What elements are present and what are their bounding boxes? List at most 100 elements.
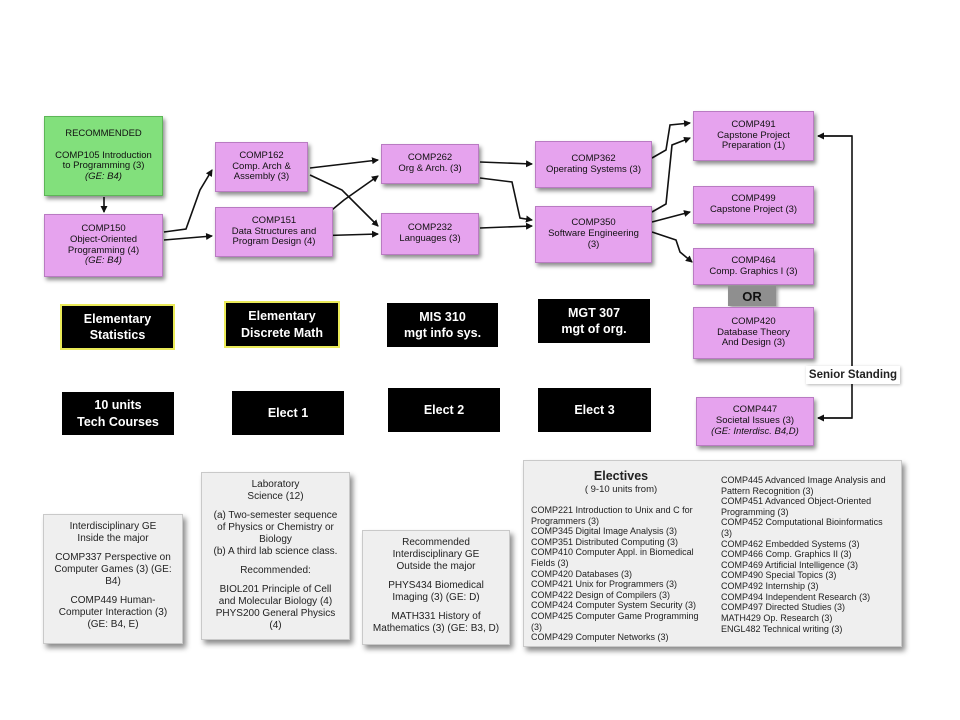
elective-line: Fields (3) bbox=[531, 558, 569, 569]
req-elect3: Elect 3 bbox=[538, 388, 651, 432]
course-line: Object-Oriented bbox=[69, 233, 138, 245]
panel-line: Recommended bbox=[402, 537, 470, 548]
elective-line: COMP462 Embedded Systems (3) bbox=[721, 538, 860, 549]
panel-line: MATH331 History of bbox=[391, 611, 481, 622]
course-line: Comp. Graphics I (3) bbox=[709, 265, 798, 277]
panel-interdisciplinary-outside: Recommended Interdisciplinary GE Outside… bbox=[362, 530, 510, 645]
elective-line: COMP425 Computer Game Programming bbox=[531, 611, 699, 622]
panel-interdisciplinary-inside: Interdisciplinary GE Inside the major CO… bbox=[43, 514, 183, 644]
req-line: 10 units bbox=[94, 398, 142, 413]
panel-gap bbox=[208, 577, 343, 584]
panel-gap bbox=[208, 558, 343, 565]
req-line: MGT 307 bbox=[567, 305, 621, 320]
req-line: Elementary bbox=[248, 309, 316, 324]
elective-line: COMP452 Computational Bioinformatics bbox=[721, 517, 883, 528]
elective-line: COMP469 Artificial Intelligence (3) bbox=[721, 559, 859, 570]
course-line: (GE: B4) bbox=[85, 171, 122, 183]
elective-line: COMP494 Independent Research (3) bbox=[721, 591, 871, 602]
course-line: Operating Systems (3) bbox=[545, 163, 642, 175]
req-tech-courses: 10 units Tech Courses bbox=[62, 392, 174, 435]
course-comp262: COMP262 Org & Arch. (3) bbox=[381, 144, 479, 184]
panel-gap bbox=[369, 573, 503, 580]
elective-line: COMP351 Distributed Computing (3) bbox=[531, 536, 679, 547]
elective-line: Programming (3) bbox=[721, 506, 789, 517]
req-elect1: Elect 1 bbox=[232, 391, 344, 435]
course-line: Capstone Project bbox=[717, 129, 790, 141]
course-line: And Design (3) bbox=[721, 337, 786, 349]
course-line: Programming (4) bbox=[67, 244, 140, 256]
panel-line: (4) bbox=[269, 620, 282, 631]
elective-line: COMP466 Comp. Graphics II (3) bbox=[721, 549, 852, 560]
or-badge: OR bbox=[728, 286, 776, 306]
course-comp491: COMP491 Capstone Project Preparation (1) bbox=[693, 111, 814, 161]
course-line: COMP150 bbox=[81, 222, 126, 234]
elective-line: MATH429 Op. Research (3) bbox=[721, 612, 833, 623]
req-line: Elect 2 bbox=[423, 402, 465, 417]
elective-line: COMP445 Advanced Image Analysis and bbox=[721, 475, 886, 485]
elective-line: Pattern Recognition (3) bbox=[721, 485, 814, 496]
course-line: Assembly (3) bbox=[233, 171, 290, 183]
arrow-350-491 bbox=[651, 136, 691, 213]
elective-line: (3) bbox=[721, 528, 732, 539]
course-line: COMP464 bbox=[731, 254, 776, 266]
panel-gap bbox=[208, 503, 343, 510]
course-line: to Programming (3) bbox=[62, 160, 145, 172]
course-comp232: COMP232 Languages (3) bbox=[381, 213, 479, 255]
req-line: MIS 310 bbox=[419, 309, 466, 324]
course-line: Program Design (4) bbox=[232, 236, 316, 248]
req-line: Elect 1 bbox=[267, 405, 309, 420]
panel-line: BIOL201 Principle of Cell bbox=[219, 584, 332, 595]
panel-line: (GE: B4, E) bbox=[87, 619, 139, 630]
senior-standing-text: Senior Standing bbox=[808, 369, 898, 381]
course-line: COMP232 bbox=[407, 222, 453, 234]
electives-heading: Electives ( 9-10 units from) bbox=[530, 469, 712, 495]
course-line: Preparation (1) bbox=[721, 140, 786, 152]
electives-subtitle: ( 9-10 units from) bbox=[584, 484, 658, 495]
panel-line: Science (12) bbox=[247, 491, 304, 502]
arrow-262-362 bbox=[479, 160, 533, 168]
panel-lab-science: Laboratory Science (12) (a) Two-semester… bbox=[201, 472, 350, 640]
req-line: Tech Courses bbox=[77, 414, 159, 429]
course-line: Org & Arch. (3) bbox=[398, 163, 462, 174]
panel-line: PHYS434 Biomedical bbox=[388, 580, 484, 591]
elective-line: COMP492 Internship (3) bbox=[721, 581, 819, 592]
elective-line: COMP451 Advanced Object-Oriented bbox=[721, 496, 872, 507]
course-line: RECOMMENDED bbox=[65, 127, 142, 139]
course-line: COMP499 bbox=[731, 193, 776, 205]
panel-gap bbox=[50, 588, 176, 595]
panel-electives: Electives ( 9-10 units from) COMP221 Int… bbox=[523, 460, 902, 647]
panel-line: COMP337 Perspective on bbox=[55, 552, 171, 563]
elective-line: COMP345 Digital Image Analysis (3) bbox=[531, 526, 678, 537]
arrow-232-350 bbox=[479, 222, 533, 230]
elective-line: COMP421 Unix for Programmers (3) bbox=[531, 579, 678, 590]
req-line: Elect 3 bbox=[574, 402, 615, 417]
panel-line: Interdisciplinary GE bbox=[392, 549, 480, 560]
panel-line: Computer Games (3) (GE: bbox=[54, 564, 172, 575]
course-comp150: COMP150 Object-Oriented Programming (4) … bbox=[44, 214, 163, 277]
arrow-150-151 bbox=[163, 233, 213, 241]
course-line: Societal Issues (3) bbox=[715, 415, 795, 427]
panel-gap bbox=[50, 545, 176, 552]
course-line: (GE: B4) bbox=[85, 255, 122, 267]
course-line: Software Engineering bbox=[548, 228, 639, 240]
panel-line: Interdisciplinary GE bbox=[69, 521, 157, 532]
arrow-350-499 bbox=[651, 210, 691, 223]
course-comp420: COMP420 Database Theory And Design (3) bbox=[693, 307, 814, 359]
course-line: COMP447 bbox=[732, 404, 778, 416]
course-line: Data Structures and bbox=[231, 225, 317, 237]
req-elect2: Elect 2 bbox=[388, 388, 500, 432]
course-line: (3) bbox=[587, 238, 600, 250]
req-mgt307: MGT 307 mgt of org. bbox=[538, 299, 650, 343]
req-elementary-statistics: Elementary Statistics bbox=[60, 304, 175, 350]
arrow-150-162 bbox=[163, 169, 213, 233]
panel-line: COMP449 Human- bbox=[70, 595, 156, 606]
course-line: Capstone Project (3) bbox=[709, 204, 798, 215]
req-line: Elementary bbox=[83, 311, 152, 326]
electives-title: Electives bbox=[593, 469, 649, 483]
course-comp447: COMP447 Societal Issues (3) (GE: Interdi… bbox=[696, 397, 814, 446]
course-comp499: COMP499 Capstone Project (3) bbox=[693, 186, 814, 224]
elective-line: COMP221 Introduction to Unix and C for bbox=[531, 505, 693, 515]
course-comp151: COMP151 Data Structures and Program Desi… bbox=[215, 207, 333, 257]
course-comp464: COMP464 Comp. Graphics I (3) bbox=[693, 248, 814, 285]
course-comp350: COMP350 Software Engineering (3) bbox=[535, 206, 652, 263]
